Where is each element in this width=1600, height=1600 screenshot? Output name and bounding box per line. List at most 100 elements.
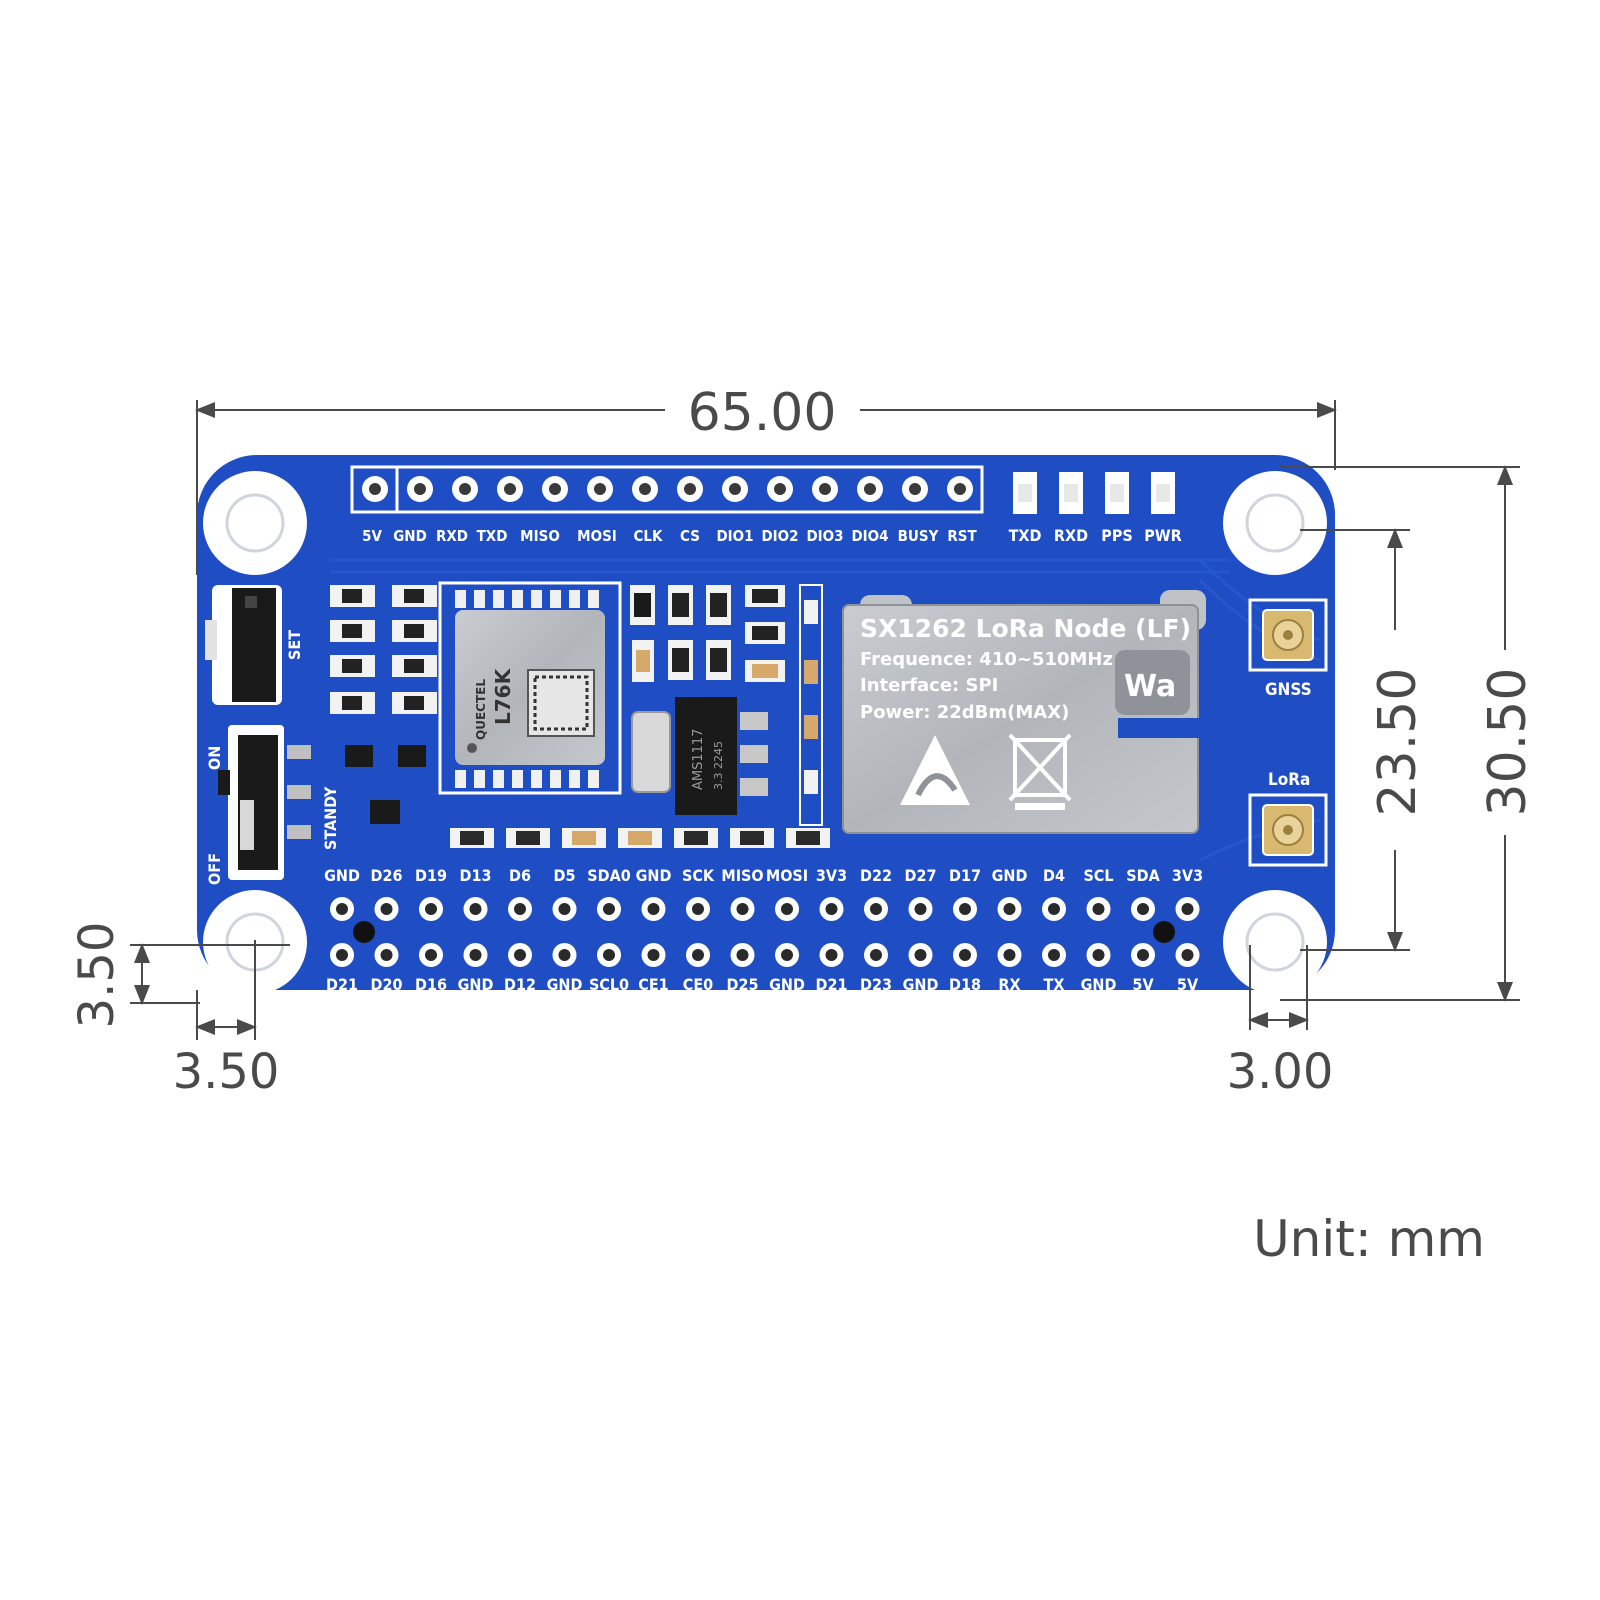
lora-title: SX1262 LoRa Node (LF) bbox=[860, 614, 1191, 643]
header-label-txd: TXD bbox=[477, 527, 508, 545]
gpio-top-label: SCL bbox=[1083, 866, 1113, 885]
gps-pad bbox=[569, 770, 580, 788]
header-pin-hole bbox=[864, 483, 876, 495]
gps-pad bbox=[531, 590, 542, 608]
lora-frequence: Frequence: 410~510MHz bbox=[860, 649, 1113, 670]
gpio-pin-hole bbox=[469, 949, 482, 961]
header-label-mosi: MOSI bbox=[577, 527, 617, 545]
gpio-top-label: MOSI bbox=[766, 866, 808, 885]
smd-resistor-body bbox=[572, 831, 596, 845]
led-body bbox=[1018, 484, 1032, 502]
gpio-bottom-label: GND bbox=[769, 975, 805, 994]
height-dimension: 30.50 bbox=[1478, 668, 1538, 817]
header-label-dio3: DIO3 bbox=[806, 527, 843, 545]
header-pin-hole bbox=[684, 483, 696, 495]
gnss-connector[interactable] bbox=[1248, 598, 1328, 672]
mounting-hole-bottom-right bbox=[1223, 890, 1327, 994]
led-label-rxd: RXD bbox=[1054, 526, 1088, 545]
off-label: OFF bbox=[205, 853, 224, 885]
gps-pad bbox=[588, 590, 599, 608]
gps-pad bbox=[493, 770, 504, 788]
gnss-label: GNSS bbox=[1265, 680, 1312, 700]
gpio-bottom-label: D20 bbox=[371, 975, 403, 994]
gpio-pin-hole bbox=[380, 949, 393, 961]
led-body bbox=[1156, 484, 1170, 502]
gpio-pin-hole bbox=[647, 949, 660, 961]
dimension-lines bbox=[130, 400, 1520, 1040]
header-label-cs: CS bbox=[680, 527, 700, 545]
gps-pad bbox=[455, 770, 466, 788]
gpio-pin-hole bbox=[1181, 903, 1194, 915]
gpio-pin-hole bbox=[1048, 949, 1060, 961]
gpio-bottom-label: 5V bbox=[1132, 975, 1154, 994]
header-label-miso: MISO bbox=[520, 527, 560, 545]
gpio-top-label: SCK bbox=[682, 866, 715, 885]
regulator-line2: 3.3 2245 bbox=[712, 741, 725, 790]
header-pin-hole bbox=[819, 483, 831, 495]
gpio-pin-hole bbox=[647, 903, 660, 915]
gpio-top-label: D26 bbox=[371, 866, 403, 885]
gpio-pin-hole bbox=[781, 903, 793, 915]
header-pin-hole bbox=[549, 483, 561, 495]
standy-label: STANDY bbox=[321, 786, 340, 850]
gpio-pin-hole bbox=[514, 903, 526, 915]
gpio-bottom-label: CE0 bbox=[683, 975, 713, 994]
lora-connector[interactable] bbox=[1248, 793, 1328, 867]
gpio-top-label: SDA0 bbox=[587, 866, 630, 885]
gps-pad bbox=[455, 590, 466, 608]
gpio-top-label: 3V3 bbox=[1172, 866, 1203, 885]
header-pin-hole bbox=[729, 483, 741, 495]
header-pin-hole bbox=[369, 483, 381, 495]
led-body bbox=[1064, 484, 1078, 502]
smd-resistor-body bbox=[460, 831, 484, 845]
lora-power: Power: 22dBm(MAX) bbox=[860, 702, 1069, 723]
gpio-pin-hole bbox=[825, 903, 838, 915]
gpio-pin-hole bbox=[1048, 903, 1060, 915]
gpio-bottom-label: CE1 bbox=[638, 975, 668, 994]
gpio-top-label: D13 bbox=[460, 866, 492, 885]
gpio-pin-hole bbox=[736, 949, 749, 961]
gpio-pin-hole bbox=[959, 903, 971, 915]
set-label: SET bbox=[285, 630, 304, 660]
gpio-pin-hole bbox=[870, 949, 882, 961]
gps-pad bbox=[474, 770, 485, 788]
power-switch[interactable] bbox=[218, 725, 311, 880]
gpio-top-label: MISO bbox=[721, 866, 763, 885]
gps-pad bbox=[550, 590, 561, 608]
left-hole-offset-x: 3.50 bbox=[173, 1044, 280, 1100]
gpio-pin-hole bbox=[825, 949, 838, 961]
gpio-bottom-label: D12 bbox=[504, 975, 536, 994]
fiducial-left bbox=[353, 921, 375, 943]
gpio-top-label: GND bbox=[636, 866, 672, 885]
header-label-5v: 5V bbox=[362, 527, 382, 545]
gpio-pin-hole bbox=[603, 949, 615, 961]
gpio-top-label: 3V3 bbox=[816, 866, 847, 885]
gpio-bottom-label: D16 bbox=[415, 975, 447, 994]
gpio-pin-hole bbox=[558, 903, 571, 915]
header-label-rxd: RXD bbox=[436, 527, 468, 545]
gps-pad bbox=[474, 590, 485, 608]
smd-resistor-body bbox=[684, 831, 708, 845]
gpio-pin-hole bbox=[380, 903, 393, 915]
gpio-top-label: GND bbox=[992, 866, 1028, 885]
header-label-clk: CLK bbox=[634, 527, 664, 545]
gpio-top-label: D4 bbox=[1043, 866, 1065, 885]
header-label-busy: BUSY bbox=[898, 527, 939, 545]
gps-pad bbox=[512, 590, 523, 608]
right-hole-offset-x: 3.00 bbox=[1227, 1044, 1334, 1100]
gpio-pin-hole bbox=[914, 903, 927, 915]
gpio-top-label: D19 bbox=[415, 866, 447, 885]
gpio-bottom-label: 5V bbox=[1177, 975, 1199, 994]
waveshare-logo: Wa bbox=[1124, 669, 1176, 704]
lora-label: LoRa bbox=[1268, 770, 1310, 790]
gpio-pin-hole bbox=[1092, 903, 1105, 915]
set-switch[interactable] bbox=[205, 585, 282, 705]
gps-pad bbox=[569, 590, 580, 608]
fiducial-right bbox=[1153, 921, 1175, 943]
gps-pad bbox=[493, 590, 504, 608]
smd-resistor-body bbox=[796, 831, 820, 845]
gpio-bottom-label: GND bbox=[458, 975, 494, 994]
regulator bbox=[631, 697, 768, 815]
